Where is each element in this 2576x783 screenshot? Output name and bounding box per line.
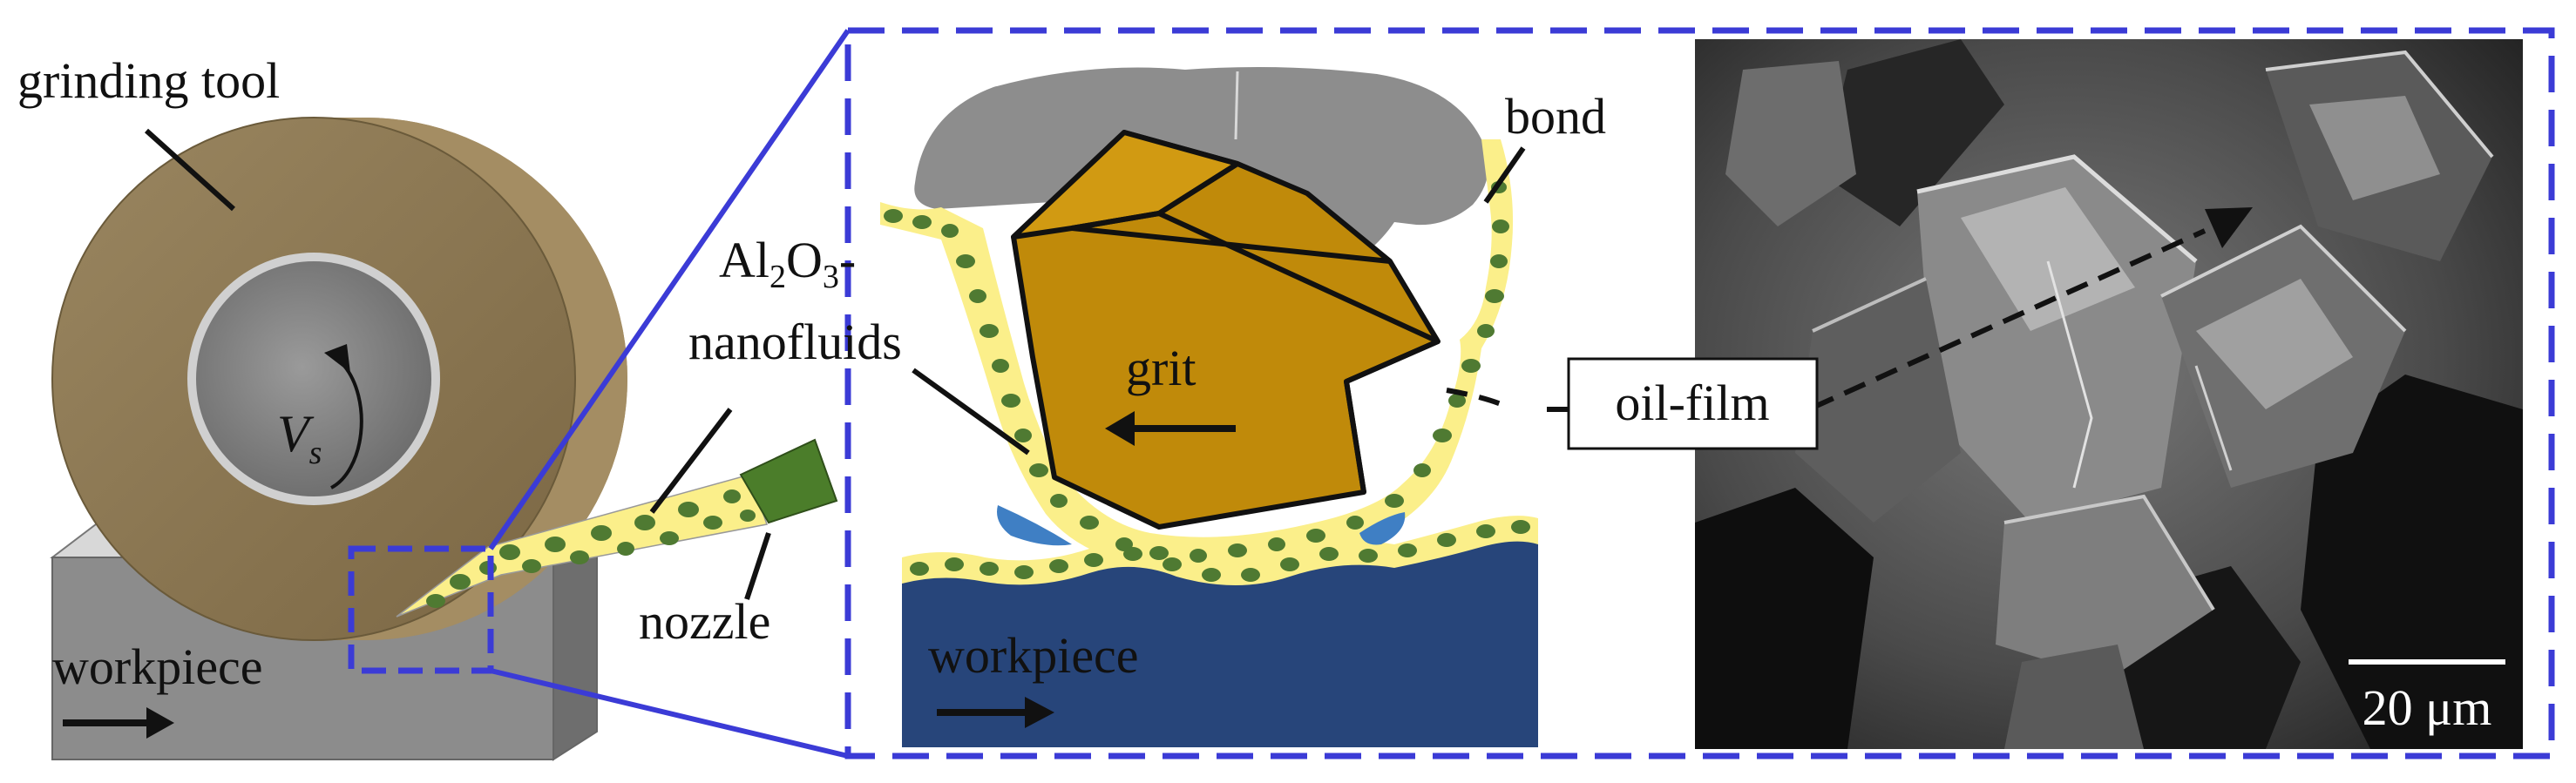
grit-motion-arrow-icon [1105,411,1236,446]
workpiece-label-zoom: workpiece [928,627,1139,684]
sem-image [1695,39,2523,749]
bond-crack [1234,71,1239,140]
grinding-setup: Vs grinding tool workpiece [17,29,851,761]
nanoparticles-workpiece [910,520,1530,582]
rotation-arrow-icon [330,364,363,489]
nanoparticles-grit [884,181,1509,563]
nanofluids-label: nanofluids [688,314,902,370]
oil-film-arrow-sem [1811,228,2207,410]
zoomed-schematic: grit bond Al2O3- nanofluids workpiece [688,27,2555,759]
grinding-tool-leader [144,128,236,212]
oil-film-leader-left [1446,388,1505,408]
feed-arrow-zoom-icon [937,697,1054,728]
vs-symbol: Vs [277,405,322,471]
grit-label: grit [1126,340,1196,396]
feed-arrow-icon [63,707,174,739]
coolant-pocket-left [997,505,1072,546]
coolant-pocket-right [1359,512,1406,545]
grinding-wheel [51,117,627,641]
al2o3-label: Al2O3- [719,232,856,295]
oil-film-arrowhead-icon [2205,207,2253,248]
oil-film-box [1567,357,1819,450]
workpiece-label-left: workpiece [52,638,263,695]
bond-label: bond [1505,88,1606,145]
bond-leader [1483,146,1526,204]
zoom-line-bottom [490,668,849,759]
scale-bar-label: 20 μm [2362,679,2492,736]
workpiece-zoom-shape [902,538,1538,747]
nanofluids-leader-left [649,408,733,514]
zoom-frame [844,27,2555,759]
fluid-film-grit [880,139,1514,569]
nozzle-label: nozzle [639,593,770,650]
nanofluids-leader-right [912,368,1030,456]
rotation-arrowhead-icon [324,344,350,373]
nozzle-leader [744,532,771,600]
oil-film-label: oil-film [1615,375,1769,431]
grinding-tool-label: grinding tool [17,52,280,109]
zoom-source-box [348,545,494,674]
nozzle-shape [739,438,838,524]
zoom-line-top [488,29,851,550]
